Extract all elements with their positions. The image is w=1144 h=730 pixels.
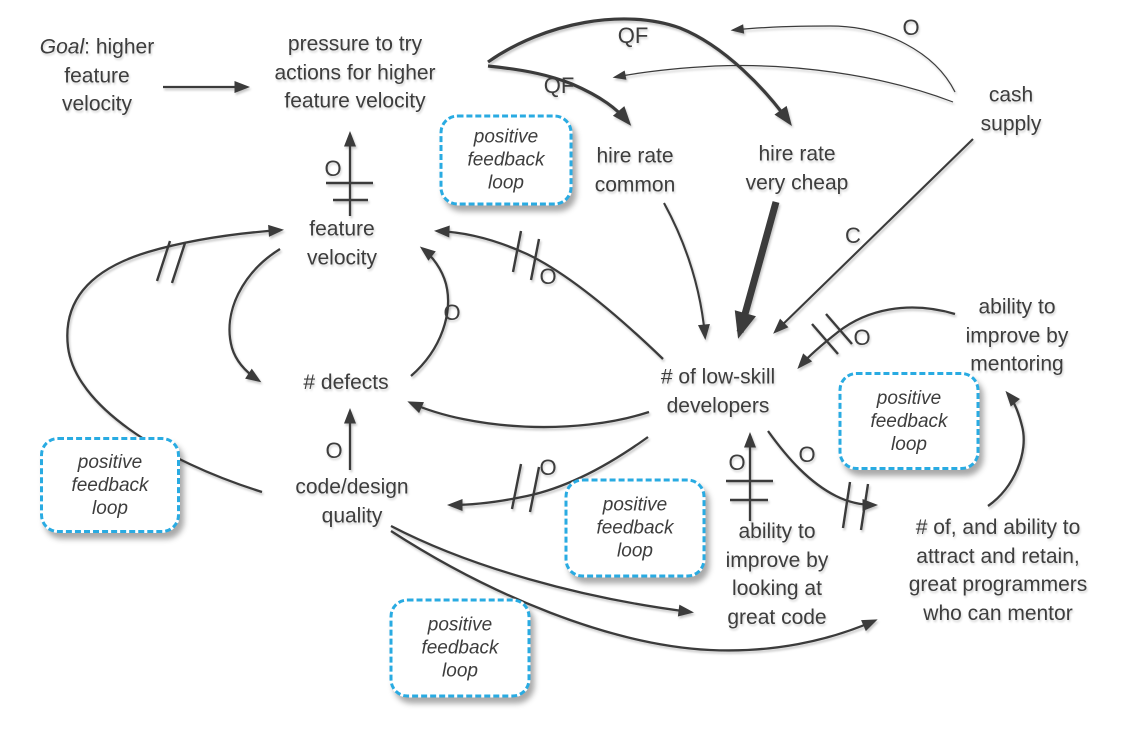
node-improve-by-mentoring: ability to improve by mentoring <box>947 293 1087 379</box>
node-feature-velocity-label: feature velocity <box>306 217 378 270</box>
node-pressure-label: pressure to try actions for higher featu… <box>274 32 436 113</box>
loop-box-label: positive feedback loop <box>870 387 948 455</box>
node-improve-by-mentoring-label: ability to improve by mentoring <box>965 295 1069 376</box>
arrow-cash-to-qf-upper <box>730 24 956 93</box>
label-o-velocity-pressure: O <box>324 156 342 181</box>
node-hire-rate-cheap: hire rate very cheap <box>727 141 867 198</box>
arrow-lowskill-devs-to-defects <box>407 401 650 429</box>
arrow-velocity-to-defects <box>228 248 281 383</box>
arrow-quality-to-greatcode <box>390 524 694 617</box>
node-hire-rate-common: hire rate common <box>570 143 700 200</box>
node-feature-velocity: feature velocity <box>282 216 402 273</box>
label-o-defects-velocity: O <box>443 300 461 325</box>
label-c-cash-devs: C <box>845 223 861 248</box>
node-cash-supply-label: cash supply <box>980 83 1042 136</box>
node-pressure: pressure to try actions for higher featu… <box>255 30 455 116</box>
arrow-cash-to-qf-lower <box>612 64 954 103</box>
node-cash-supply: cash supply <box>956 82 1066 139</box>
delay-mark <box>528 466 541 513</box>
delay-mark <box>859 483 870 531</box>
arrow-defects-to-velocity <box>410 246 450 377</box>
loop-box-pressure-hiring: positive feedback loop <box>439 114 573 206</box>
label-o-devs-quality: O <box>539 455 557 480</box>
node-great-programmers-label: # of, and ability to attract and retain,… <box>908 516 1088 625</box>
loop-box-great-code: positive feedback loop <box>389 598 531 698</box>
label-o-greatcode-devs: O <box>728 450 746 475</box>
label-o-devs-velocity: O <box>539 264 557 289</box>
arrow-cash-to-lowskill-devs <box>773 138 974 334</box>
delay-mark <box>811 323 839 355</box>
goal-rest: : higher feature velocity <box>61 35 155 116</box>
loop-box-label: positive feedback loop <box>71 451 149 519</box>
node-defects-label: # defects <box>303 370 389 394</box>
arrow-greatprogrammers-to-mentoring <box>987 390 1025 507</box>
arrow-hire-cheap-to-lowskill-devs <box>734 201 780 339</box>
arrow-hire-common-to-lowskill-devs <box>663 202 710 340</box>
node-code-design-quality-label: code/design quality <box>295 475 409 528</box>
node-lowskill-devs-label: # of low-skill developers <box>660 365 776 418</box>
loop-box-mentoring: positive feedback loop <box>838 372 980 470</box>
node-improve-by-great-code-label: ability to improve by looking at great c… <box>725 520 829 629</box>
loop-box-label: positive feedback loop <box>596 494 674 562</box>
loop-box-label: positive feedback loop <box>467 126 545 194</box>
arrow-mentoring-to-lowskill-devs <box>797 306 956 369</box>
loop-box-label: positive feedback loop <box>421 614 499 682</box>
node-improve-by-great-code: ability to improve by looking at great c… <box>707 518 847 632</box>
node-hire-rate-common-label: hire rate common <box>594 144 676 197</box>
delay-mark <box>170 242 187 284</box>
arrow-lowskill-devs-to-greatprogrammers <box>767 430 878 511</box>
label-o-mentoring-devs: O <box>853 325 871 350</box>
delay-mark <box>529 238 541 281</box>
label-o-quality-defects: O <box>325 438 343 463</box>
label-o-cash-hiring: O <box>902 15 920 40</box>
delay-mark <box>510 463 523 510</box>
node-goal: Goal: higher feature velocity <box>17 33 177 119</box>
arrow-pressure-to-hire-rate-common <box>487 64 632 126</box>
delay-mark <box>155 240 172 282</box>
delay-mark <box>511 230 523 273</box>
node-defects: # defects <box>281 369 411 398</box>
node-lowskill-devs: # of low-skill developers <box>638 364 798 421</box>
delay-mark <box>841 481 852 529</box>
arrow-quality-to-greatprogrammers <box>390 530 878 652</box>
arrow-pressure-to-hire-rate-cheap <box>487 17 792 127</box>
arrow-lowskill-devs-to-quality <box>447 436 649 511</box>
label-o-devs-greatprogs: O <box>798 442 816 467</box>
node-code-design-quality: code/design quality <box>277 474 427 531</box>
arrow-lowskill-devs-to-velocity <box>434 225 664 360</box>
node-hire-rate-cheap-label: hire rate very cheap <box>745 142 849 195</box>
loop-box-devs-quality: positive feedback loop <box>564 478 706 578</box>
label-qf-upper: QF <box>617 23 649 48</box>
loop-box-quality-velocity: positive feedback loop <box>40 437 180 533</box>
label-qf-lower: QF <box>543 73 575 98</box>
node-great-programmers: # of, and ability to attract and retain,… <box>888 514 1108 628</box>
delay-mark <box>825 313 853 345</box>
goal-italic-prefix: Goal <box>39 35 85 59</box>
